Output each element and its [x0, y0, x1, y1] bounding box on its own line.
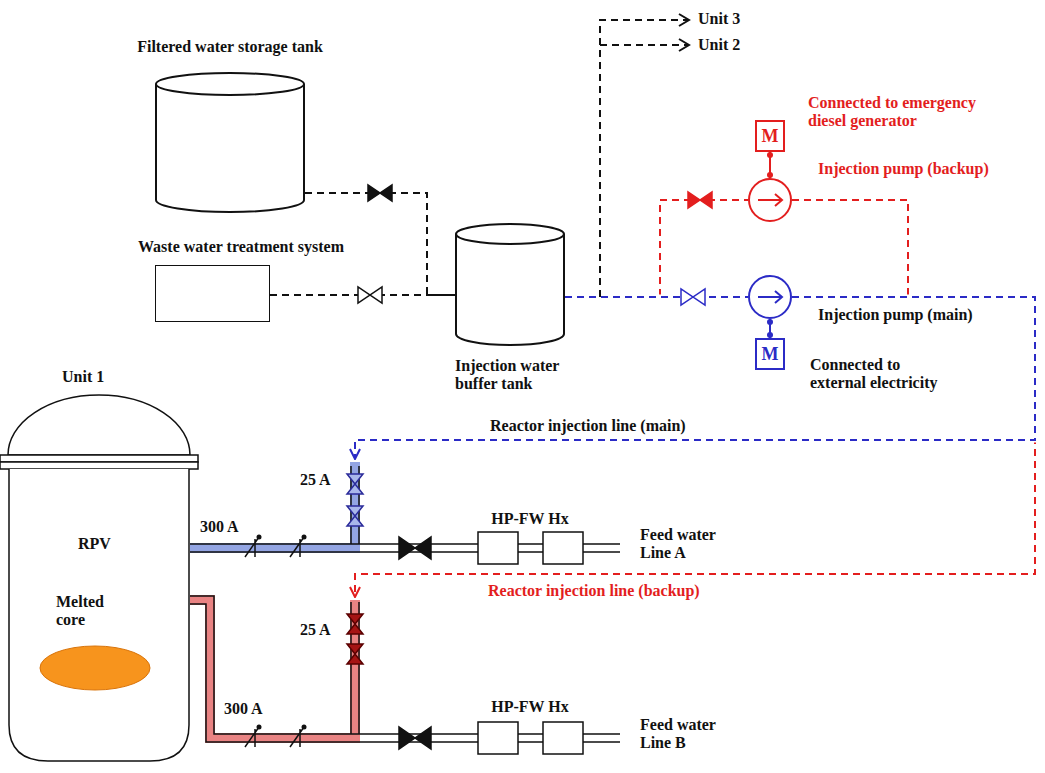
check-valve [290, 725, 307, 748]
melted-core-blob [40, 646, 150, 690]
diagram-label: 300 A [200, 518, 239, 536]
pump-casing [749, 276, 791, 318]
gate-valve [347, 644, 363, 664]
line-label: Reactor injection line (main) [490, 417, 686, 435]
joint-dot [767, 319, 773, 325]
motor-box: M [755, 338, 785, 370]
pipe-connector [565, 200, 748, 297]
pipe-connector [190, 297, 1035, 548]
motor-box: M [755, 120, 785, 152]
pipe-line [565, 296, 748, 298]
reactor-vessel: Unit 1RPVMelted core [8, 395, 190, 763]
pump-symbol: Injection pump (backup) [748, 178, 792, 222]
vessel-flange [0, 455, 198, 462]
vessel-head [8, 395, 190, 455]
check-valve-stem [290, 537, 304, 557]
unit-branch-line [600, 20, 688, 297]
joint-dot [767, 152, 773, 158]
pump-symbol: Injection pump (main) [748, 275, 792, 319]
valve-symbol [358, 287, 382, 303]
valve-symbol [681, 289, 705, 305]
node-text: Unit 1 [62, 368, 104, 386]
reactor-vessel-outline [8, 395, 190, 763]
tank-body [156, 84, 304, 212]
branch-arrow-head [679, 14, 689, 51]
heat-exchanger [478, 722, 518, 754]
pump-casing [749, 179, 791, 221]
diagram-label: Feed water Line A [640, 526, 730, 563]
diagram-label: Feed water Line B [640, 716, 730, 753]
treatment-box: Waste water treatment system [155, 265, 270, 322]
tank-lid [156, 73, 304, 95]
diagram-label: HP-FW Hx [491, 698, 568, 716]
buffer-tank: Injection water buffer tank [455, 223, 565, 345]
pump-symbol-outline [748, 178, 792, 222]
valve-symbol [688, 192, 712, 208]
check-valve-dot [302, 725, 307, 730]
vessel-body [9, 469, 189, 761]
check-valve-dot [302, 535, 307, 540]
pump-symbol-outline [748, 275, 792, 319]
node-text: Injection pump (backup) [818, 160, 989, 178]
node-text: M [762, 344, 779, 365]
diagram-label: 300 A [224, 700, 263, 718]
node-text: Injection water buffer tank [455, 357, 580, 394]
node-text: Melted core [56, 593, 118, 630]
node-text: Filtered water storage tank [137, 38, 323, 56]
pipe-connector [565, 297, 748, 298]
diagram-label: Unit 3 [698, 10, 740, 28]
check-valve-stem [245, 727, 259, 747]
feed-water-pipe [190, 596, 620, 742]
tank-body [456, 234, 564, 345]
heat-exchanger [543, 722, 583, 754]
joint-dot [767, 172, 773, 178]
gate-valve [347, 474, 363, 494]
heat-exchanger [543, 532, 583, 564]
storage-tank-outline [155, 72, 305, 212]
heat-exchanger [478, 532, 518, 564]
diagram-label: Connected to emergency diesel generator [808, 94, 998, 131]
node-text: RPV [78, 535, 111, 553]
check-valve-dot [257, 535, 262, 540]
isolation-valve [399, 727, 431, 749]
check-valve [245, 535, 262, 558]
flow-arrow [758, 194, 782, 206]
gate-valve [347, 614, 363, 634]
valve-symbol [368, 185, 392, 201]
pipe-line [565, 200, 748, 297]
diagram-label: HP-FW Hx [491, 510, 568, 528]
highlight-band [190, 462, 355, 548]
node-text: M [762, 126, 779, 147]
diagram-label: Unit 2 [698, 36, 740, 54]
line-label: Reactor injection line (backup) [488, 582, 700, 600]
line-underlay [565, 295, 748, 300]
isolation-valve [399, 537, 431, 559]
flow-arrow [758, 291, 782, 303]
gate-valve [347, 506, 363, 526]
node-text: Injection pump (main) [818, 306, 973, 324]
check-valve [290, 535, 307, 558]
pipe-line [355, 200, 1035, 597]
check-valve-dot [257, 725, 262, 730]
diagram-label: Connected to external electricity [810, 356, 950, 393]
storage-tank: Filtered water storage tank [155, 72, 305, 212]
diagram-label: 25 A [300, 621, 331, 639]
check-valve-stem [290, 727, 304, 747]
check-valve [245, 725, 262, 748]
diagram-label: 25 A [300, 471, 331, 489]
pipe-connector [190, 200, 1035, 738]
tank-lid [456, 224, 564, 244]
check-valve-stem [245, 537, 259, 557]
buffer-tank-outline [455, 223, 565, 345]
vessel-flange [0, 462, 198, 469]
node-text: Waste water treatment system [138, 238, 344, 256]
